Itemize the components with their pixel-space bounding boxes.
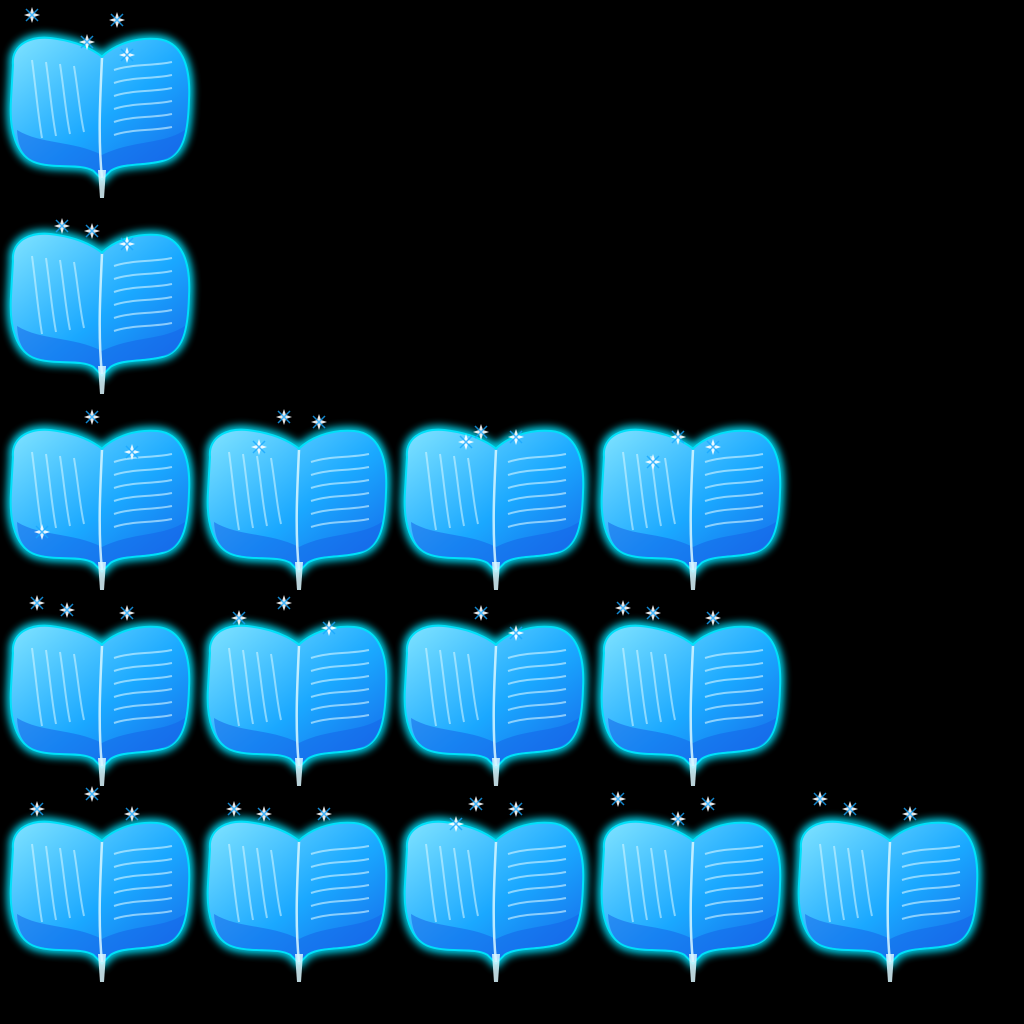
sparkle-icon (109, 12, 125, 28)
sparkle-icon (812, 791, 828, 807)
sparkle-icon (705, 610, 721, 626)
sparkle-icon (700, 796, 716, 812)
sparkle-icon (24, 7, 40, 23)
sparkle-icon (276, 595, 292, 611)
sparkle-icon (311, 414, 327, 430)
glowing-open-book-icon (6, 409, 194, 590)
glowing-open-book-icon (597, 600, 785, 786)
glowing-open-book-icon (597, 791, 785, 982)
sparkle-icon (84, 786, 100, 802)
glowing-open-book-icon (6, 7, 194, 198)
sparkle-icon (79, 34, 95, 50)
sparkle-icon (458, 434, 474, 450)
sparkle-icon (508, 801, 524, 817)
book-sprite-frame (199, 595, 399, 798)
book-sprite-frame (2, 7, 202, 210)
sparkle-icon (321, 620, 337, 636)
glowing-open-book-icon (203, 409, 391, 590)
sparkle-icon (119, 236, 135, 252)
glowing-open-book-icon (6, 786, 194, 982)
book-sprite-frame (396, 794, 596, 994)
sparkle-icon (59, 602, 75, 618)
sparkle-icon (29, 595, 45, 611)
sparkle-icon (231, 610, 247, 626)
sparkle-icon (645, 605, 661, 621)
book-sprite-frame (396, 402, 596, 602)
sparkle-icon (645, 454, 661, 470)
book-sprite-frame (2, 595, 202, 798)
sparkle-icon (251, 439, 267, 455)
sparkle-icon (119, 605, 135, 621)
sparkle-icon (615, 600, 631, 616)
book-sprite-frame (2, 786, 202, 994)
glowing-open-book-icon (203, 801, 391, 982)
book-sprite-frame (396, 598, 596, 798)
sparkle-icon (705, 439, 721, 455)
glowing-open-book-icon (203, 595, 391, 786)
glowing-open-book-icon (794, 791, 982, 982)
sparkle-icon (902, 806, 918, 822)
sparkle-icon (124, 806, 140, 822)
glowing-open-book-icon (400, 424, 588, 590)
sparkle-icon (468, 796, 484, 812)
book-sprite-frame (593, 791, 793, 994)
book-sprite-frame (593, 598, 793, 798)
glowing-open-book-icon (597, 425, 785, 590)
book-sprite-frame (2, 206, 202, 406)
sparkle-icon (29, 801, 45, 817)
sparkle-icon (124, 444, 140, 460)
sparkle-icon (842, 801, 858, 817)
sparkle-icon (508, 429, 524, 445)
sparkle-icon (34, 524, 50, 540)
glowing-open-book-icon (400, 605, 588, 786)
sparkle-icon (316, 806, 332, 822)
book-sprite-frame (790, 791, 990, 994)
book-sprite-frame (2, 402, 202, 602)
sparkle-icon (84, 409, 100, 425)
book-sprite-frame (593, 402, 793, 602)
sparkle-icon (473, 605, 489, 621)
book-sprite-frame (199, 794, 399, 994)
sparkle-icon (256, 806, 272, 822)
sparkle-icon (670, 811, 686, 827)
book-sprite-frame (199, 402, 399, 602)
glowing-open-book-icon (6, 595, 194, 786)
sparkle-icon (448, 816, 464, 832)
sparkle-icon (119, 47, 135, 63)
sparkle-icon (276, 409, 292, 425)
sparkle-icon (473, 424, 489, 440)
sparkle-icon (84, 223, 100, 239)
glowing-open-book-icon (400, 796, 588, 982)
sparkle-icon (610, 791, 626, 807)
sparkle-icon (226, 801, 242, 817)
sparkle-icon (670, 429, 686, 445)
sparkle-icon (508, 625, 524, 641)
glowing-open-book-icon (6, 218, 194, 394)
sparkle-icon (54, 218, 70, 234)
